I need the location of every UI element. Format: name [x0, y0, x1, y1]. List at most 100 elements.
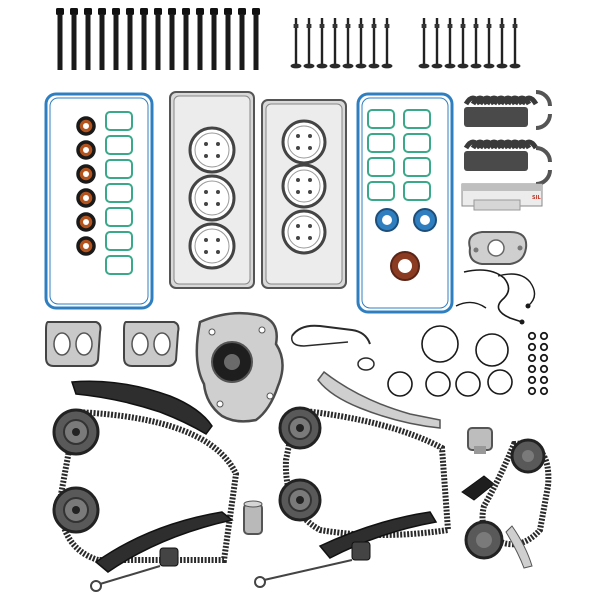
green-seal — [403, 109, 431, 129]
valve — [483, 18, 495, 69]
intake-port-seals-right — [367, 109, 431, 201]
timing-chain-tensioner-right — [467, 427, 493, 454]
rod-bearings-set — [463, 139, 539, 171]
head-bolt — [252, 8, 260, 70]
water-pump-gasket — [195, 311, 284, 423]
sealant-tube-label: SIL — [532, 195, 541, 201]
head-bolt — [84, 8, 92, 70]
head-bolt — [56, 8, 64, 70]
small-o-ring — [539, 331, 549, 341]
small-o-ring — [527, 353, 537, 363]
small-o-ring — [527, 375, 537, 385]
bearing-shell — [519, 139, 539, 150]
intake-port-seals-left — [105, 111, 133, 275]
valve — [316, 18, 328, 69]
green-seal — [403, 157, 431, 177]
small-o-ring — [539, 353, 549, 363]
main-bearings-set — [463, 95, 539, 127]
spark-plug-tube-seals-left — [76, 116, 96, 256]
head-bolt — [70, 8, 78, 70]
cam-sprocket-left-lower — [52, 486, 100, 534]
valve — [381, 18, 393, 69]
bearing-shell — [519, 95, 539, 106]
front-crank-seals — [375, 208, 437, 281]
small-o-ring — [539, 364, 549, 374]
small-o-ring — [539, 342, 549, 352]
cylinder-bore — [281, 119, 327, 165]
bearing-stack — [464, 151, 528, 171]
head-gasket-left-bores — [188, 126, 236, 270]
valve — [290, 18, 302, 69]
cylinder-bore — [188, 222, 236, 270]
valve — [509, 18, 521, 69]
timing-cover-gasket — [291, 324, 375, 371]
sensor-wire — [455, 269, 536, 325]
exhaust-valves-set — [418, 18, 521, 69]
small-guide-right — [505, 525, 533, 569]
bearing-shell — [512, 95, 532, 106]
variable-valve-solenoid — [243, 500, 263, 535]
head-bolt — [154, 8, 162, 70]
head-bolt — [140, 8, 148, 70]
cam-sprocket-left-upper — [52, 408, 100, 456]
rtv-sealant-tube: SIL — [461, 183, 543, 211]
o-rings-set — [387, 325, 513, 397]
small-o-ring — [527, 331, 537, 341]
timing-chain-guide-right — [461, 475, 495, 501]
cylinder-bore — [281, 209, 327, 255]
head-bolt — [112, 8, 120, 70]
head-bolts-set — [56, 8, 260, 70]
valve — [496, 18, 508, 69]
exhaust-manifold-gasket-2 — [123, 321, 180, 367]
small-o-ring — [527, 342, 537, 352]
small-o-ring — [539, 386, 549, 396]
cylinder-bore — [281, 163, 327, 209]
head-bolt — [210, 8, 218, 70]
green-seal — [367, 109, 395, 129]
head-bolt — [238, 8, 246, 70]
valve — [444, 18, 456, 69]
valve — [418, 18, 430, 69]
head-bolt — [168, 8, 176, 70]
head-bolt — [182, 8, 190, 70]
green-seal — [105, 231, 133, 251]
green-seal — [105, 135, 133, 155]
green-seal — [105, 255, 133, 275]
small-o-ring — [539, 375, 549, 385]
tensioner-center — [254, 541, 371, 588]
cylinder-bore — [188, 126, 236, 174]
thrust-washers — [535, 90, 552, 186]
green-seal — [105, 207, 133, 227]
green-seal — [105, 111, 133, 131]
valve-cover-gasket-left — [44, 92, 154, 310]
small-o-rings-grid — [527, 331, 549, 396]
valve — [329, 18, 341, 69]
cam-sprocket-center-upper — [278, 406, 322, 450]
tube-seal — [76, 188, 96, 208]
cam-sprocket-center-lower — [278, 478, 322, 522]
green-seal — [105, 159, 133, 179]
tube-seal — [76, 164, 96, 184]
bearing-shell — [512, 139, 532, 150]
valve — [457, 18, 469, 69]
valve — [303, 18, 315, 69]
timing-chain-guide-left-upper — [70, 380, 213, 435]
head-bolt — [196, 8, 204, 70]
valve-cover-gasket-right — [356, 92, 454, 314]
head-bolt — [224, 8, 232, 70]
green-seal — [403, 133, 431, 153]
oil-pump-sprocket-upper — [510, 438, 546, 474]
water-outlet-gasket — [468, 231, 528, 265]
tube-seal — [76, 140, 96, 160]
valve — [431, 18, 443, 69]
green-seal — [105, 183, 133, 203]
timing-chain-guide-center-upper — [317, 370, 441, 429]
oil-pump-sprocket-lower — [464, 520, 504, 560]
valve — [342, 18, 354, 69]
small-o-ring — [527, 386, 537, 396]
intake-valves-set — [290, 18, 393, 69]
timing-chain-guide-left-lower — [94, 511, 234, 573]
head-bolt — [98, 8, 106, 70]
bearing-stack — [464, 107, 528, 127]
